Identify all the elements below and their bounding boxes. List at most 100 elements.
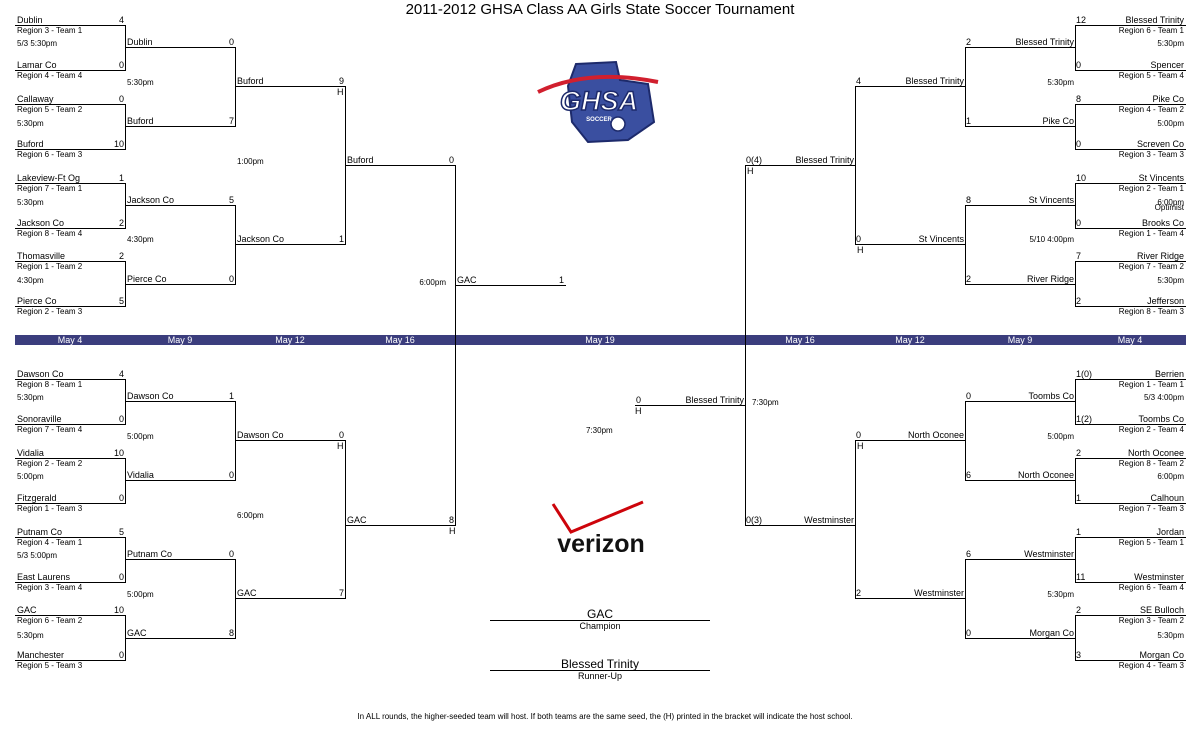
bracket-line <box>965 126 1076 127</box>
team-name: Morgan Co <box>1139 650 1184 660</box>
team-score: 0 <box>118 493 124 503</box>
match-time: 5:00pm <box>1047 432 1074 441</box>
team-score: 2 <box>118 218 124 228</box>
bracket-line <box>15 424 126 425</box>
team-name: Brooks Co <box>1141 218 1184 228</box>
team-score: 6 <box>966 470 972 480</box>
date-label: May 9 <box>1007 335 1033 345</box>
bracket-line <box>15 537 126 538</box>
team-name: Buford <box>17 139 44 149</box>
team-name: Lamar Co <box>17 60 57 70</box>
team-score: 1 <box>558 275 564 285</box>
team-seed: Region 2 - Team 3 <box>17 307 83 316</box>
team-score: 4 <box>118 369 124 379</box>
team-seed: Region 5 - Team 2 <box>17 105 83 114</box>
team-score: 2 <box>966 274 972 284</box>
team-score: 7 <box>338 588 344 598</box>
team-score: 0 <box>966 391 972 401</box>
match-time: 4:30pm <box>17 276 44 285</box>
bracket-line <box>745 165 856 166</box>
team-score: 8 <box>448 515 454 525</box>
team-seed: Region 5 - Team 3 <box>17 661 83 670</box>
team-name: St Vincents <box>1138 173 1184 183</box>
team-name: Blessed Trinity <box>1125 15 1184 25</box>
date-label: May 4 <box>1117 335 1143 345</box>
team-score: 0 <box>118 414 124 424</box>
team-name: Putnam Co <box>127 549 173 559</box>
team-score: 10 <box>113 139 124 149</box>
date-label: May 19 <box>585 335 615 345</box>
bracket-line <box>1075 261 1076 306</box>
runner-up-line <box>490 670 710 671</box>
runner-up-label: Runner-Up <box>577 671 623 681</box>
team-seed: Region 6 - Team 2 <box>17 616 83 625</box>
bracket-line <box>125 205 236 206</box>
team-seed: Region 8 - Team 3 <box>1118 307 1184 316</box>
team-name: GAC <box>457 275 477 285</box>
host-marker: H <box>857 245 864 255</box>
team-name: Buford <box>237 76 264 86</box>
match-time: 7:30pm <box>586 426 613 435</box>
team-name: Sonoraville <box>17 414 62 424</box>
team-name: North Oconee <box>1017 470 1074 480</box>
bracket-line <box>1075 25 1186 26</box>
team-name: Pike Co <box>1152 94 1184 104</box>
bracket-line <box>125 480 236 481</box>
verizon-logo: verizon <box>545 500 660 560</box>
team-seed: Region 1 - Team 1 <box>1118 380 1184 389</box>
team-name: GAC <box>237 588 257 598</box>
team-score: 5 <box>118 296 124 306</box>
team-seed: Region 7 - Team 2 <box>1118 262 1184 271</box>
bracket-line <box>745 525 856 526</box>
bracket-line <box>125 638 236 639</box>
bracket-line <box>15 660 126 661</box>
team-score: 0 <box>1076 60 1082 70</box>
team-name: Dublin <box>17 15 43 25</box>
team-name: Pierce Co <box>127 274 167 284</box>
bracket-line <box>855 440 856 598</box>
match-time: 5/10 4:00pm <box>1029 235 1074 244</box>
team-name: Jackson Co <box>17 218 65 228</box>
final-left-line <box>455 285 566 286</box>
host-marker: H <box>337 87 344 97</box>
team-score: 9 <box>338 76 344 86</box>
team-name: Toombs Co <box>1138 414 1184 424</box>
team-name: Morgan Co <box>1029 628 1074 638</box>
team-name: Blessed Trinity <box>795 155 854 165</box>
team-name: Lakeview-Ft Og <box>17 173 81 183</box>
team-name: Dawson Co <box>17 369 64 379</box>
runner-up-team: Blessed Trinity <box>560 657 640 671</box>
team-score: 10 <box>113 448 124 458</box>
bracket-line <box>965 284 1076 285</box>
bracket-line <box>1075 104 1186 105</box>
champion-team: GAC <box>586 607 613 621</box>
team-score: 0(3) <box>746 515 763 525</box>
team-score: 2 <box>856 588 862 598</box>
bracket-line <box>1075 149 1186 150</box>
team-score: 10 <box>1076 173 1087 183</box>
champion-label: Champion <box>579 621 621 631</box>
bracket-line <box>855 244 966 245</box>
team-name: Dawson Co <box>127 391 174 401</box>
team-name: Jackson Co <box>237 234 285 244</box>
team-name: Blessed Trinity <box>685 395 744 405</box>
team-score: 7 <box>1076 251 1082 261</box>
bracket-line <box>15 582 126 583</box>
host-marker: H <box>449 526 456 536</box>
team-score: 0 <box>118 650 124 660</box>
match-time: 6:00pm <box>1157 472 1184 481</box>
bracket-line <box>1075 458 1186 459</box>
team-name: Blessed Trinity <box>905 76 964 86</box>
team-seed: Region 3 - Team 3 <box>1118 150 1184 159</box>
team-seed: Region 7 - Team 1 <box>17 184 83 193</box>
team-seed: Region 2 - Team 4 <box>1118 425 1184 434</box>
team-score: 0 <box>636 395 642 405</box>
team-score: 1 <box>1076 527 1082 537</box>
bracket-line <box>125 261 126 306</box>
date-label: May 16 <box>785 335 815 345</box>
bracket-line <box>965 480 1076 481</box>
team-score: 0 <box>118 572 124 582</box>
bracket-line <box>1075 537 1186 538</box>
